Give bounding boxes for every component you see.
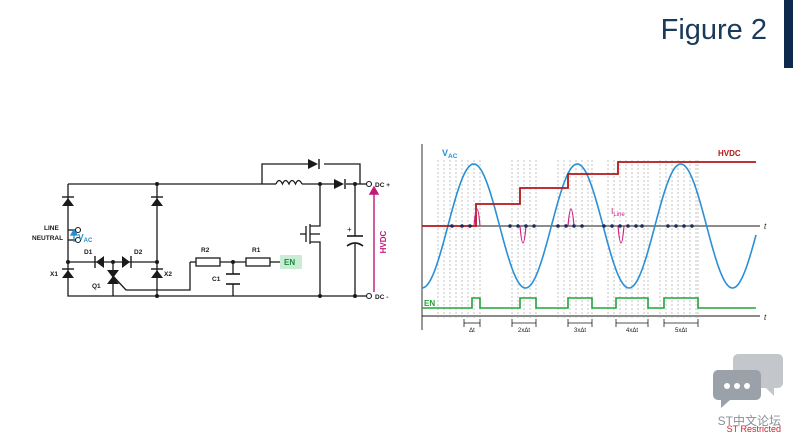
axis-dot <box>666 224 670 228</box>
t-label-bottom: t <box>764 313 767 322</box>
axis-dot <box>626 224 630 228</box>
forum-watermark: ST中文论坛 <box>717 414 781 428</box>
axis-dot <box>572 224 576 228</box>
axis-dot <box>508 224 512 228</box>
wave-hvdc-label: HVDC <box>718 149 741 158</box>
r2-resistor-icon <box>195 257 221 267</box>
dc-minus-terminal-icon <box>365 292 373 300</box>
axis-dot <box>460 224 464 228</box>
junction-dots <box>66 182 357 298</box>
slide-title: Figure 2 <box>660 14 767 46</box>
dc-minus-label: DC - <box>375 294 388 301</box>
classification-label: ST Restricted <box>726 424 781 434</box>
r2-label: R2 <box>201 247 210 254</box>
r1-resistor-icon <box>245 257 271 267</box>
d2-diode-icon <box>122 256 132 268</box>
axis-dot <box>564 224 568 228</box>
c1-label: C1 <box>212 276 221 283</box>
vac-arrow-icon <box>69 228 79 242</box>
axis-dot <box>690 224 694 228</box>
dc-plus-terminal-icon <box>365 180 373 188</box>
wave-en-label: EN <box>424 299 435 308</box>
dt-markers: Δt 2xΔt 3xΔt 4xΔt 5xΔt <box>463 319 699 334</box>
neutral-label: NEUTRAL <box>32 235 63 242</box>
t-label-top: t <box>764 222 767 231</box>
wave-iline-label: ILine <box>611 206 625 218</box>
hvdc-staircase-line <box>422 161 756 227</box>
inductor-icon <box>275 179 303 186</box>
dt-label: 3xΔt <box>574 328 586 334</box>
forum-logo-icon <box>713 354 783 408</box>
d1-label: D1 <box>84 249 93 256</box>
x1-label: X1 <box>50 271 58 278</box>
dc-plus-label: DC + <box>375 182 390 189</box>
axis-dot <box>634 224 638 228</box>
dt-label: 5xΔt <box>675 328 687 334</box>
dt-label: 4xΔt <box>626 328 638 334</box>
accent-bar <box>784 0 793 68</box>
axis-dot <box>618 224 622 228</box>
axis-dot <box>682 224 686 228</box>
axis-dot <box>640 224 644 228</box>
boost-diode-top-icon <box>308 159 320 169</box>
dt-label: Δt <box>469 328 475 334</box>
d1-diode-icon <box>94 256 104 268</box>
axis-dot <box>580 224 584 228</box>
en-pulse-line <box>422 297 756 309</box>
x1-scr-icon <box>62 268 74 278</box>
dt-label: 2xΔt <box>518 328 530 334</box>
axis-dot <box>516 224 520 228</box>
axis-dot <box>532 224 536 228</box>
axis-dot <box>674 224 678 228</box>
neutral-terminal-icon <box>74 236 82 244</box>
line-terminal-icon <box>74 226 82 234</box>
q1-label: Q1 <box>92 283 101 290</box>
bridge-diode-right-icon <box>151 196 163 206</box>
en-box <box>280 255 302 269</box>
axis-dot <box>524 224 528 228</box>
bulk-capacitor-icon <box>346 235 364 247</box>
vac-sine-line <box>421 163 757 289</box>
svg-text:+: + <box>347 225 352 234</box>
iline-pulses <box>473 208 625 244</box>
r1-label: R1 <box>252 247 261 254</box>
axis-dot <box>468 224 472 228</box>
axis-dot <box>450 224 454 228</box>
en-label: EN <box>284 258 295 267</box>
circuit-vac-label: VAC <box>78 232 93 244</box>
line-label: LINE <box>44 225 59 232</box>
bridge-diode-left-icon <box>62 196 74 206</box>
axis-dot <box>556 224 560 228</box>
d2-label: D2 <box>134 249 143 256</box>
x2-scr-icon <box>151 268 163 278</box>
boost-diode-icon <box>334 179 346 189</box>
axis-dot <box>602 224 606 228</box>
axis-dot <box>610 224 614 228</box>
hvdc-arrow-icon <box>368 185 380 292</box>
c1-capacitor-icon <box>226 273 240 285</box>
q1-triac-icon <box>107 270 119 284</box>
axis-dots <box>450 224 694 228</box>
x2-label: X2 <box>164 271 172 278</box>
circuit-hvdc-label: HVDC <box>379 230 388 253</box>
wave-vac-label: VAC <box>442 148 458 160</box>
